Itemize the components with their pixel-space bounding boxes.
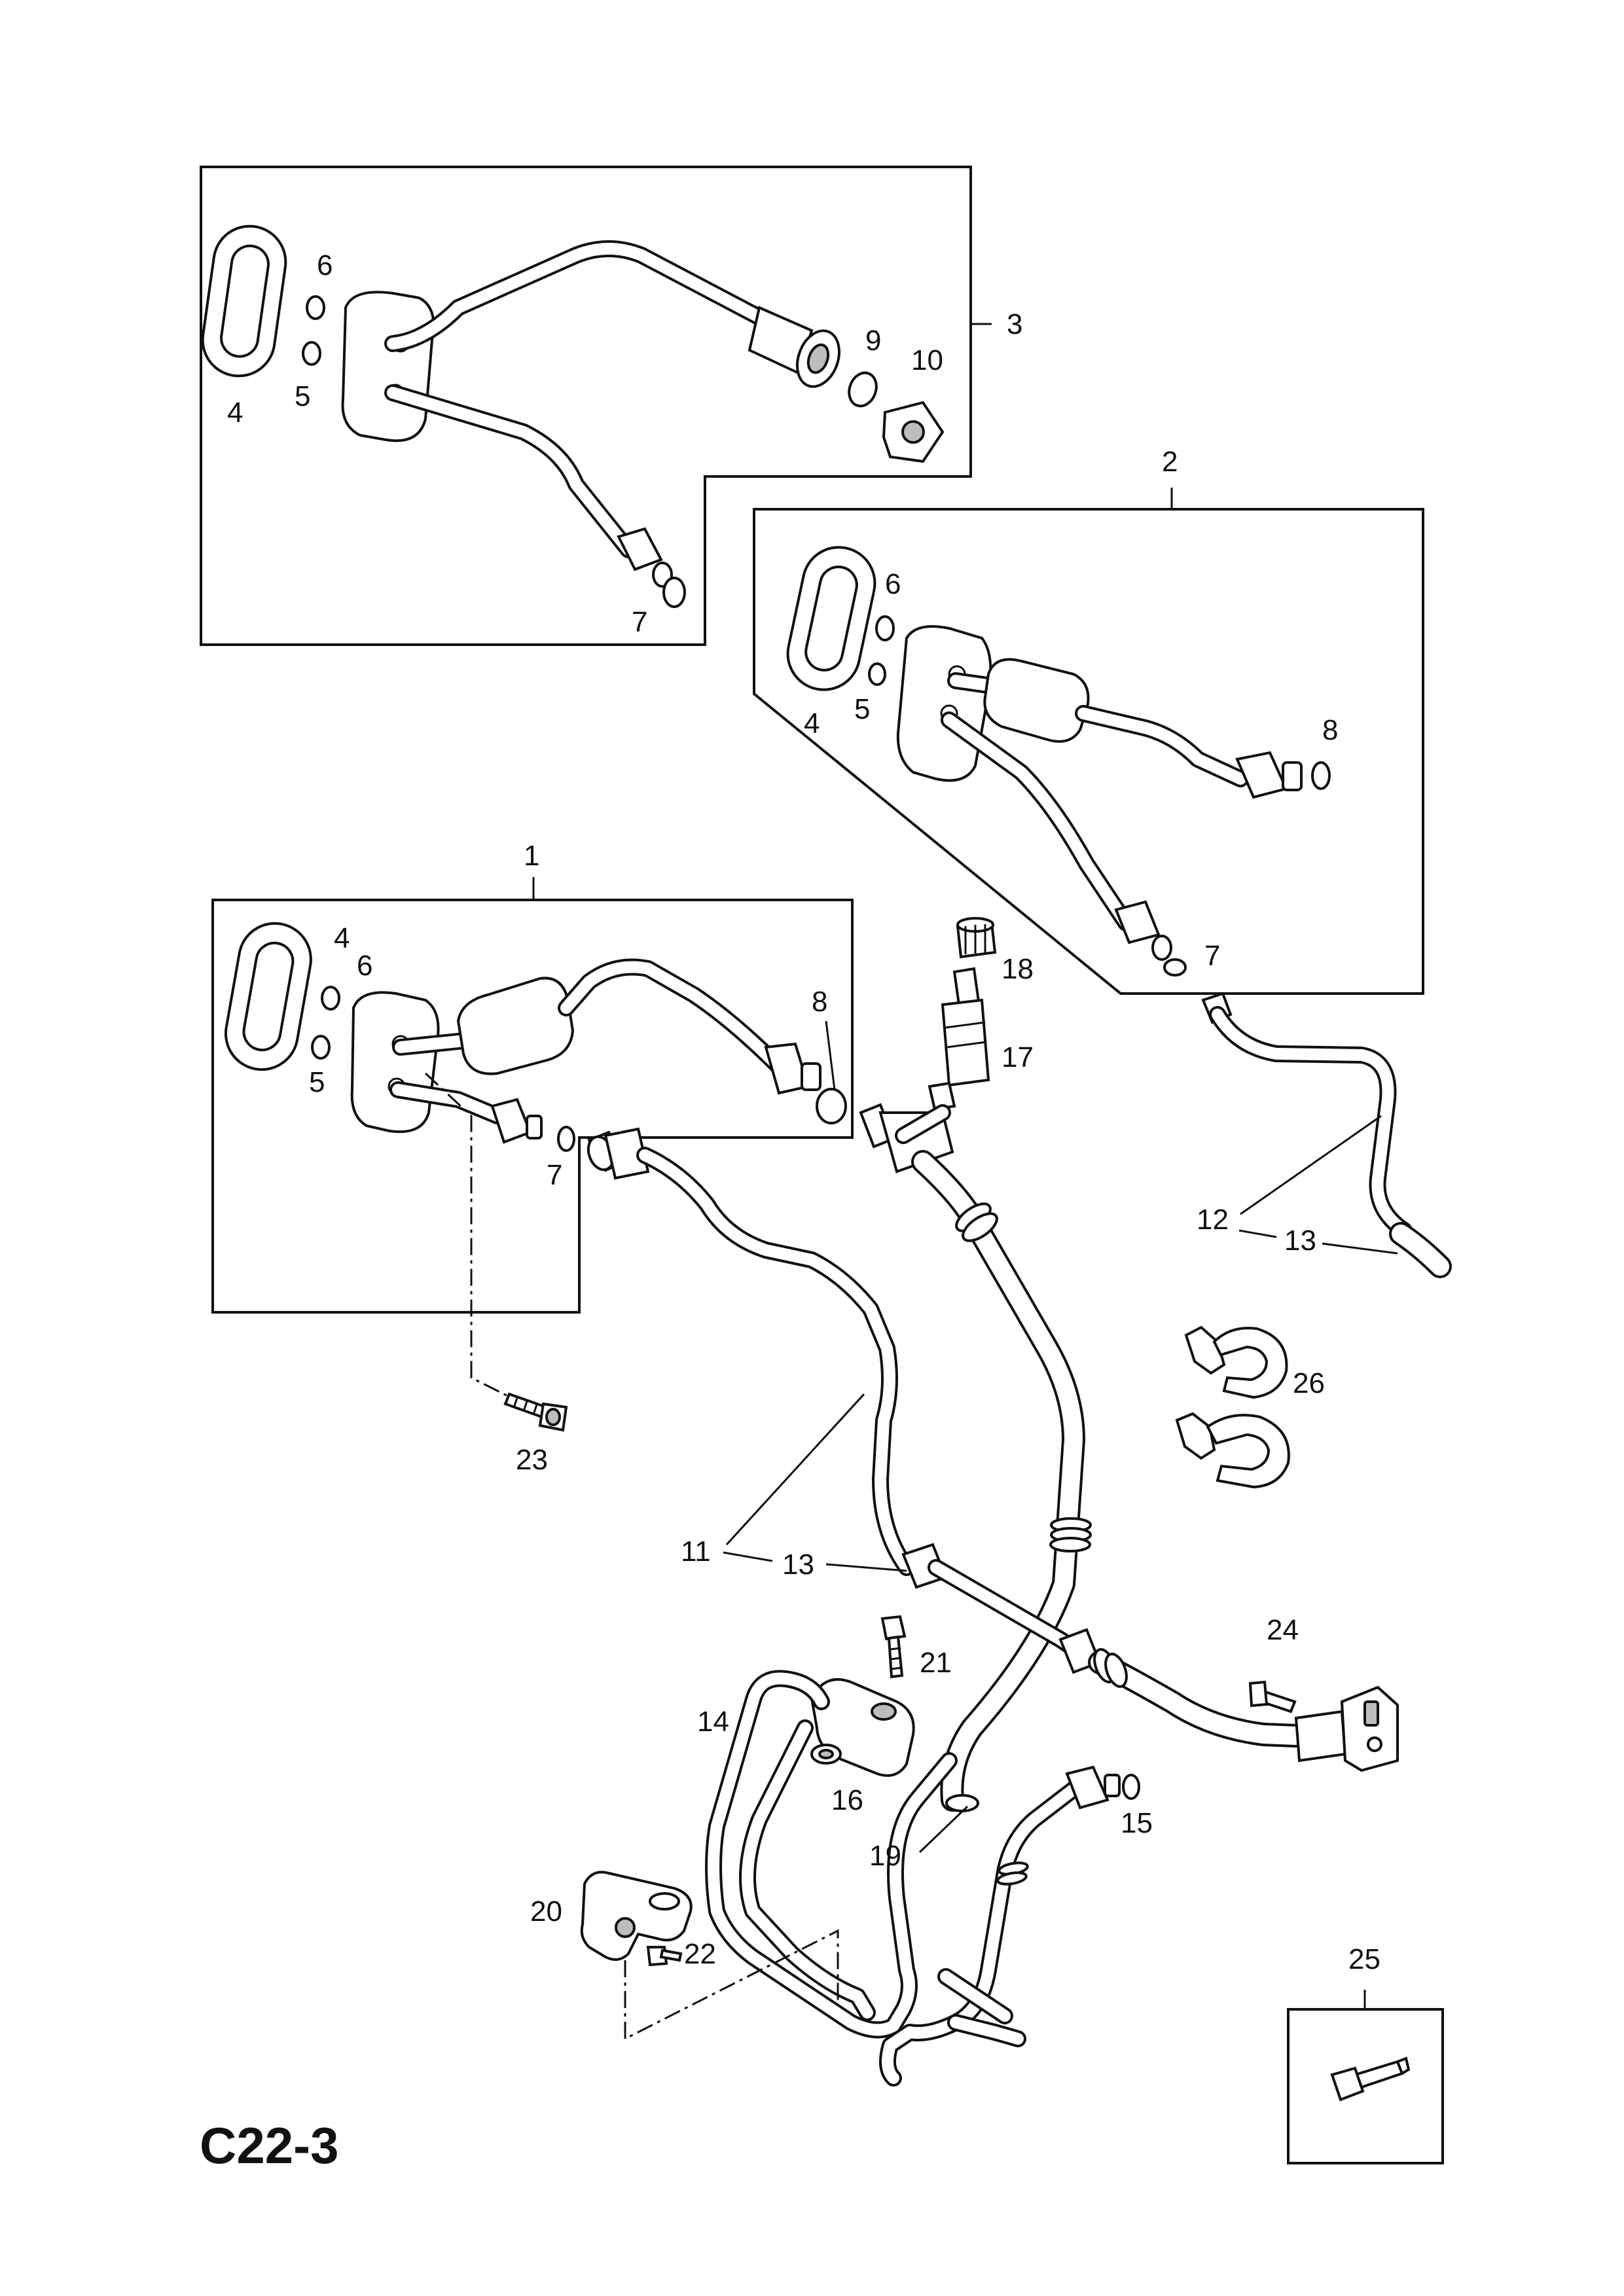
item-25-frame — [1287, 1990, 1444, 2164]
callout-13-lower: 13 — [782, 1549, 814, 1581]
alignment-line-23 — [424, 1072, 518, 1402]
assembly-3-parts — [201, 224, 945, 608]
callout-19: 19 — [869, 1840, 901, 1872]
assembly-1-parts — [224, 922, 847, 1152]
callout-25: 25 — [1348, 1943, 1380, 1975]
callout-2-4: 4 — [804, 708, 820, 740]
o-ring-icon — [1311, 761, 1331, 790]
callout-13-upper: 13 — [1284, 1225, 1316, 1257]
diagram-code: C22-3 — [200, 2117, 338, 2174]
hose-19 — [859, 1103, 1092, 1812]
assembly-1-frame — [211, 877, 854, 1314]
o-ring-icon — [1163, 958, 1187, 977]
callout-2-8: 8 — [1322, 714, 1338, 746]
assembly-2-labels: 2 6 5 4 8 7 — [804, 446, 1338, 972]
bracket-icon — [580, 1871, 693, 1961]
clips-26 — [1175, 1325, 1290, 1489]
o-ring-icon — [875, 615, 895, 641]
assembly-2-frame — [753, 488, 1424, 995]
callout-14: 14 — [697, 1706, 729, 1738]
callout-3-10: 10 — [911, 344, 943, 376]
callout-3-6: 6 — [317, 249, 333, 281]
callout-2-7: 7 — [1204, 940, 1220, 972]
callout-12: 12 — [1197, 1204, 1229, 1236]
bolt-icon — [1353, 2060, 1404, 2090]
callout-1-4: 4 — [334, 922, 350, 954]
hose-12 — [1201, 992, 1452, 1278]
assembly-1-labels: 1 4 6 5 8 7 — [309, 840, 836, 1191]
assembly-3-frame — [200, 166, 992, 646]
callout-21: 21 — [920, 1647, 952, 1679]
o-ring-icon — [1122, 1774, 1140, 1800]
o-ring-icon — [306, 295, 325, 320]
callout-1-5: 5 — [309, 1066, 325, 1098]
callout-1-6: 6 — [357, 950, 372, 982]
bracket-20-bolt-22 — [580, 1871, 693, 1967]
callout-3-4: 4 — [227, 397, 243, 429]
assembly-3-labels: 3 6 5 4 9 10 7 — [227, 249, 1022, 638]
o-ring-icon — [557, 1126, 575, 1152]
callout-18: 18 — [1001, 953, 1034, 985]
assembly-2-parts — [786, 546, 1331, 977]
pipe-fitting-icon — [341, 291, 435, 442]
callout-2-6: 6 — [885, 568, 901, 600]
callout-1-7: 7 — [547, 1159, 562, 1191]
callout-22: 22 — [684, 1938, 716, 1970]
callout-1-8: 8 — [812, 986, 827, 1018]
clip-icon — [1175, 1412, 1216, 1460]
hose-11 — [586, 1127, 1089, 1661]
bolt-icon — [880, 1615, 907, 1641]
callout-2-5: 5 — [854, 693, 870, 725]
o-ring-icon — [848, 371, 878, 408]
hose-14 — [705, 1670, 958, 2039]
alignment-line-20 — [624, 1929, 839, 2041]
o-ring-icon — [816, 1088, 847, 1124]
pipe-fitting-icon — [896, 625, 992, 782]
callout-17: 17 — [1001, 1041, 1034, 1073]
bolt-23 — [503, 1392, 568, 1432]
callout-3-5: 5 — [295, 380, 310, 412]
callout-26: 26 — [1293, 1367, 1325, 1399]
callout-3-7: 7 — [632, 606, 647, 638]
pipe-fitting-icon — [350, 991, 440, 1134]
callout-24: 24 — [1267, 1614, 1299, 1646]
service-valve-17-18 — [928, 917, 997, 1111]
callout-3: 3 — [1007, 308, 1022, 340]
clip-icon — [1184, 1325, 1226, 1375]
callout-16: 16 — [831, 1784, 863, 1816]
callout-2: 2 — [1162, 446, 1178, 478]
callout-20: 20 — [530, 1895, 562, 1928]
bolt-21-bracket-16 — [810, 1615, 915, 1777]
callout-15: 15 — [1121, 1807, 1153, 1839]
callout-23: 23 — [516, 1444, 548, 1476]
callout-1: 1 — [524, 840, 539, 872]
callout-11: 11 — [681, 1535, 711, 1568]
o-ring-icon — [321, 986, 340, 1011]
callout-3-9: 9 — [865, 325, 881, 357]
hose-24 — [1058, 1628, 1399, 1772]
bracket-icon — [1340, 1685, 1399, 1772]
hose-15 — [879, 1765, 1140, 2087]
o-ring-icon — [662, 577, 686, 608]
